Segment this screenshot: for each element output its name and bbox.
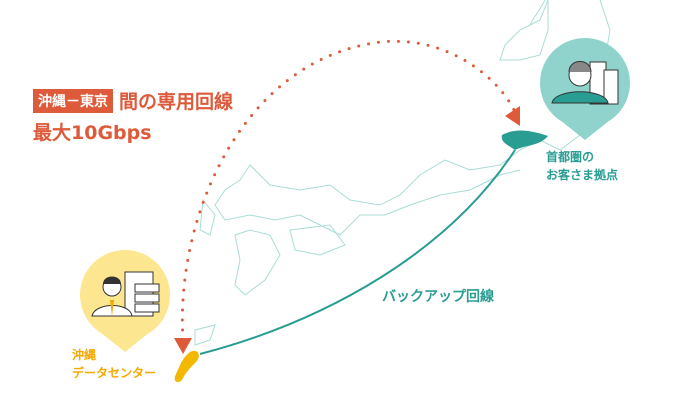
okinawa-shape <box>174 350 199 382</box>
heading-title: 間の専用回線 <box>119 91 234 113</box>
tokyo-arrow <box>505 106 520 126</box>
okinawa-arrow <box>174 338 192 354</box>
route-tag: 沖縄－東京 <box>33 88 113 113</box>
tokyo-shape <box>501 130 548 150</box>
dedicated-line-dotted <box>180 39 517 342</box>
bandwidth-text: 最大10Gbps <box>33 122 152 144</box>
tokyo-label: 首都圏の お客さま拠点 <box>546 148 618 184</box>
okinawa-label-line1: 沖縄 <box>72 348 97 362</box>
tokyo-label-line1: 首都圏の <box>546 150 595 164</box>
okinawa-label: 沖縄 データセンター <box>72 346 156 382</box>
okinawa-label-line2: データセンター <box>72 366 157 380</box>
heading: 沖縄－東京 間の専用回線 <box>33 87 233 114</box>
backup-line <box>199 149 516 355</box>
tokyo-pin <box>540 38 630 140</box>
tokyo-label-line2: お客さま拠点 <box>546 168 619 182</box>
map-outline <box>194 0 616 346</box>
okinawa-pin <box>80 250 170 352</box>
backup-line-label: バックアップ回線 <box>382 289 494 305</box>
